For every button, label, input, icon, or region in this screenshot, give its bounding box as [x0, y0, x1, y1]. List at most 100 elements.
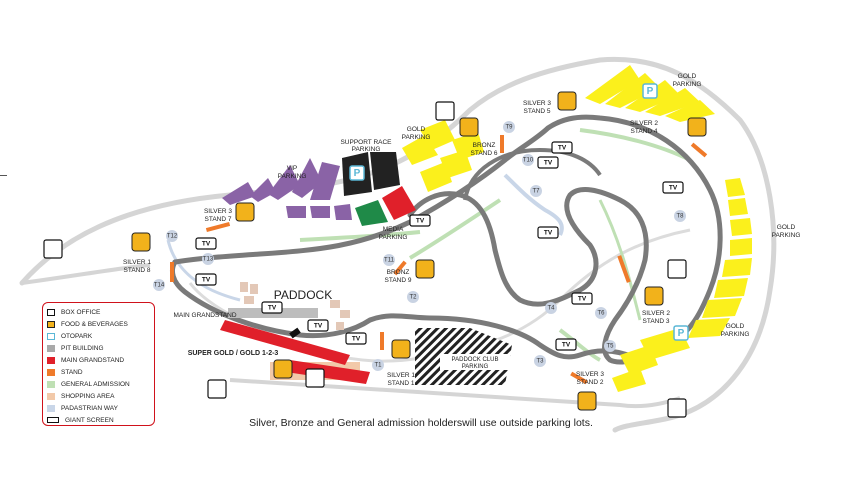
svg-text:T10: T10 [523, 158, 534, 164]
svg-text:STAND 4: STAND 4 [631, 128, 658, 135]
super-gold-zone [286, 360, 370, 384]
legend-label: STAND [61, 368, 83, 376]
svg-text:T1: T1 [374, 363, 382, 369]
legend-item: MAIN GRANDSTAND [47, 354, 150, 366]
svg-text:TV: TV [202, 241, 211, 248]
svg-text:SUPPORT RACE: SUPPORT RACE [340, 139, 392, 146]
legend-label: FOOD & BEVERAGES [61, 320, 128, 328]
svg-text:STAND 7: STAND 7 [205, 216, 232, 223]
legend-item: GIANT SCREEN [47, 414, 150, 426]
svg-text:T9: T9 [505, 125, 513, 131]
main-grandstand-zone [220, 320, 350, 365]
svg-text:PARKING: PARKING [721, 331, 750, 338]
food-beverages-icons [131, 91, 707, 411]
paddock-club-label-bg [440, 354, 510, 370]
service-road-west [21, 263, 151, 285]
svg-text:STAND 2: STAND 2 [577, 379, 604, 386]
svg-text:T3: T3 [536, 359, 544, 365]
svg-text:STAND 9: STAND 9 [385, 277, 412, 284]
main-grandstand-label: MAIN GRANDSTAND [173, 312, 236, 319]
svg-text:PARKING: PARKING [673, 81, 702, 88]
edge-tick-mark [0, 175, 7, 176]
giant-screen-labels: TV TV TV TV TV TV TV TV TV TV TV TV [202, 145, 678, 349]
legend-item: PADASTRIAN WAY [47, 402, 150, 414]
svg-text:SILVER 3: SILVER 3 [576, 371, 604, 378]
legend-item: STAND [47, 366, 150, 378]
svg-text:T13: T13 [203, 257, 214, 263]
area-labels: GOLD PARKING GOLD PARKING GOLD PARKING G… [278, 73, 801, 338]
super-gold-label: SUPER GOLD / GOLD 1-2-3 [188, 350, 279, 357]
race-track-main-straight [170, 259, 643, 363]
legend-label: SHOPPING AREA [61, 392, 115, 400]
svg-text:PARKING: PARKING [352, 146, 381, 153]
paddock-club-label-2: PARKING [462, 364, 489, 370]
svg-text:STAND 1: STAND 1 [388, 380, 415, 387]
svg-text:T11: T11 [384, 258, 395, 264]
svg-text:STAND 8: STAND 8 [124, 267, 151, 274]
start-finish-flag [289, 327, 301, 339]
food-beverages-icon [47, 320, 55, 328]
svg-text:PARKING: PARKING [772, 232, 801, 239]
legend-swatch [47, 380, 55, 388]
parking-icon-bottom: P [673, 325, 689, 341]
giant-screens [195, 141, 684, 351]
svg-text:TV: TV [314, 323, 323, 330]
box-office-icon [47, 308, 55, 316]
parking-footnote: Silver, Bronze and General admission hol… [249, 417, 593, 429]
stand-labels: SILVER 3 STAND 5 SILVER 2 STAND 4 BRONZ … [123, 100, 670, 387]
legend-label: OTOPARK [61, 332, 93, 340]
legend-item: GENERAL ADMISSION [47, 378, 150, 390]
paddock-club-label-1: PADDOCK CLUB [452, 357, 499, 363]
legend-swatch [47, 368, 55, 376]
svg-text:STAND 6: STAND 6 [471, 150, 498, 157]
legend-label: GIANT SCREEN [65, 416, 114, 424]
svg-text:T4: T4 [547, 306, 555, 312]
svg-text:TV: TV [352, 336, 361, 343]
general-admission-south [558, 328, 601, 362]
svg-text:GOLD: GOLD [777, 224, 796, 231]
legend-label: MAIN GRANDSTAND [61, 356, 125, 364]
svg-text:P: P [647, 86, 654, 97]
legend-item: BOX OFFICE [47, 306, 150, 318]
legend-swatch [47, 404, 55, 412]
svg-text:T6: T6 [597, 311, 605, 317]
svg-text:PARKING: PARKING [402, 134, 431, 141]
legend-swatch [47, 356, 55, 364]
orange-stands [170, 135, 708, 385]
race-track [172, 114, 723, 365]
svg-text:STAND 5: STAND 5 [524, 108, 551, 115]
general-admission-north [299, 230, 421, 242]
legend-item: OTOPARK [47, 330, 150, 342]
svg-text:SILVER 1: SILVER 1 [387, 372, 415, 379]
legend-label: GENERAL ADMISSION [61, 380, 130, 388]
svg-text:TV: TV [416, 218, 425, 225]
legend-label: BOX OFFICE [61, 308, 101, 316]
svg-text:VIP: VIP [287, 165, 297, 172]
pedestrian-way-2 [166, 239, 241, 302]
svg-text:TV: TV [544, 230, 553, 237]
svg-text:TV: TV [562, 342, 571, 349]
legend-swatch [47, 344, 55, 352]
svg-text:TV: TV [558, 145, 567, 152]
svg-text:BRONZ: BRONZ [387, 269, 410, 276]
pedestrian-way [503, 173, 564, 236]
svg-text:SILVER 1: SILVER 1 [123, 259, 151, 266]
svg-text:P: P [354, 168, 361, 179]
svg-text:TV: TV [202, 277, 211, 284]
map-legend: BOX OFFICE FOOD & BEVERAGES OTOPARK PIT BUI… [42, 302, 155, 426]
vip-parking-zone [222, 158, 352, 220]
paddock-label: PADDOCK [274, 288, 332, 302]
general-admission-se [598, 199, 642, 321]
svg-text:TV: TV [544, 160, 553, 167]
legend-item: SHOPPING AREA [47, 390, 150, 402]
legend-label: PIT BUILDING [61, 344, 104, 352]
svg-text:STAND 3: STAND 3 [643, 318, 670, 325]
svg-text:T7: T7 [532, 189, 540, 195]
legend-item: PIT BUILDING [47, 342, 150, 354]
legend-label: PADASTRIAN WAY [61, 404, 118, 412]
svg-text:GOLD: GOLD [407, 126, 426, 133]
turn-markers: T1 T2 T3 T4 T5 T6 T7 T8 T9 T10 T11 T12 T… [153, 121, 686, 371]
giant-screen-icon [47, 417, 59, 423]
parking-icon [47, 332, 55, 340]
svg-text:GOLD: GOLD [726, 323, 745, 330]
